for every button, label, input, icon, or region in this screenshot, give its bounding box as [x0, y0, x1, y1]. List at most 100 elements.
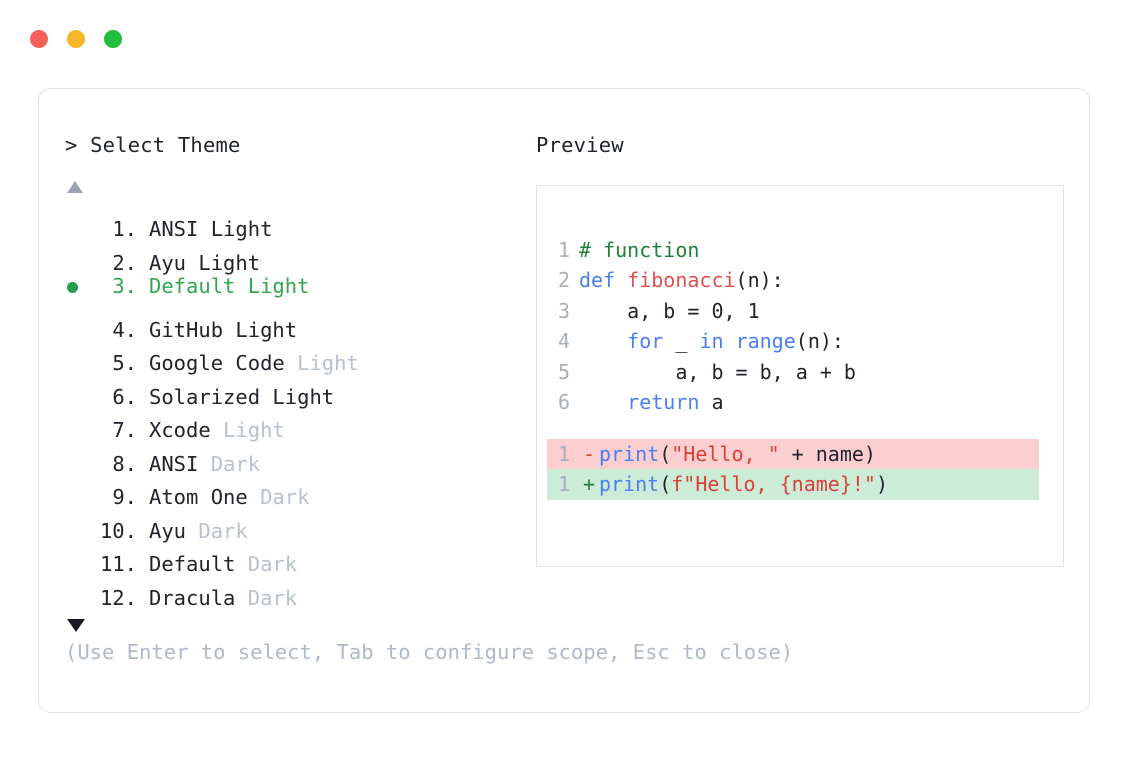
- theme-item-number: 8.: [112, 451, 137, 476]
- theme-item-name: Atom One: [149, 485, 248, 510]
- theme-item-name: Dracula: [149, 585, 236, 610]
- theme-list-item[interactable]: 1.ANSI Light: [65, 203, 535, 241]
- theme-list-item[interactable]: 7.Xcode Light: [65, 404, 535, 442]
- code-token: a: [699, 390, 724, 415]
- theme-item-number: 5.: [112, 351, 137, 376]
- theme-item-label: ANSI Light: [137, 213, 272, 247]
- selection-bullet-cell: [65, 437, 91, 471]
- theme-item-variant: Light: [284, 351, 359, 376]
- scroll-down-arrow-icon[interactable]: [67, 618, 85, 632]
- window-close-button[interactable]: [30, 30, 48, 48]
- theme-item-variant: Light: [198, 217, 273, 242]
- selection-bullet-cell: [65, 471, 91, 505]
- theme-item-label: Xcode Light: [137, 414, 285, 448]
- code-token: [724, 329, 736, 353]
- code-line-text: for _ in range(n):: [579, 326, 844, 357]
- code-token: "Hello, ": [671, 441, 780, 466]
- scroll-up-arrow-icon[interactable]: [67, 180, 83, 193]
- selection-bullet-cell: [65, 404, 91, 438]
- selection-bullet-cell: [65, 337, 91, 371]
- theme-item-name: Xcode: [149, 418, 211, 443]
- code-token: + name): [779, 441, 876, 466]
- code-line-number: 6: [557, 390, 570, 415]
- theme-list-item[interactable]: 2.Ayu Light: [65, 236, 535, 275]
- theme-item-number: 6.: [112, 384, 137, 409]
- selection-bullet-cell: [65, 236, 91, 270]
- theme-item-name: GitHub: [149, 317, 224, 342]
- diff-line-number: 1: [557, 441, 570, 466]
- theme-item-variant: Dark: [235, 585, 298, 610]
- theme-item-number: 3.: [112, 273, 137, 298]
- code-token: for: [627, 329, 664, 354]
- theme-item-variant: Light: [223, 317, 298, 342]
- theme-list-item[interactable]: 4. GitHub Light: [65, 303, 535, 342]
- code-line-number: 4: [557, 329, 570, 354]
- theme-item-label: ANSI Dark: [137, 448, 260, 482]
- theme-list-item[interactable]: 10.Ayu Dark: [65, 504, 535, 543]
- selection-bullet-cell: [65, 370, 91, 404]
- theme-item-number: 4.: [112, 317, 137, 342]
- theme-item-variant: Light: [186, 250, 261, 275]
- window-titlebar: [30, 30, 122, 48]
- theme-list-item[interactable]: 3.Default Light: [65, 270, 535, 304]
- code-line-number: 5: [557, 359, 570, 384]
- theme-list-item[interactable]: 9.Atom One Dark: [65, 471, 535, 509]
- code-token: print: [599, 472, 660, 497]
- theme-list-item[interactable]: 6.Solarized Light: [65, 370, 535, 409]
- code-token: return: [627, 390, 700, 415]
- code-line-text: # function: [579, 235, 699, 266]
- theme-item-label: Default Dark: [137, 548, 297, 582]
- diff-sample: 1-print("Hello, " + name)1+print(f"Hello…: [537, 438, 1063, 500]
- theme-item-variant: Dark: [235, 552, 298, 577]
- theme-item-label: Atom One Dark: [137, 481, 309, 515]
- selected-bullet-icon: [67, 281, 78, 293]
- theme-item-label: Default Light: [137, 270, 309, 304]
- selection-bullet-cell: [65, 203, 91, 237]
- select-theme-prompt: > Select Theme: [65, 133, 241, 157]
- diff-line-text: print(f"Hello, {name}!"): [599, 469, 888, 500]
- theme-list-item[interactable]: 8.ANSI Dark: [65, 437, 535, 476]
- theme-item-number: 7.: [112, 418, 137, 443]
- code-token: print: [599, 441, 660, 466]
- theme-item-label: GitHub Light: [137, 314, 297, 348]
- theme-item-name: Ayu: [149, 250, 187, 275]
- code-token: a, b = b, a + b: [579, 359, 856, 384]
- code-token: fibonacci: [627, 268, 736, 293]
- theme-item-variant: Dark: [198, 451, 261, 476]
- window-minimize-button[interactable]: [67, 30, 85, 48]
- selection-bullet-cell: [65, 571, 91, 605]
- theme-item-variant: Dark: [186, 518, 248, 543]
- code-token: range: [735, 329, 796, 354]
- theme-item-number: 11.: [99, 552, 137, 577]
- selection-bullet-cell: [65, 303, 91, 337]
- code-token: (n):: [795, 329, 844, 354]
- window-maximize-button[interactable]: [104, 30, 122, 48]
- theme-list-item[interactable]: 12.Dracula Dark: [65, 571, 535, 610]
- theme-item-variant: Dark: [247, 485, 310, 510]
- code-token: def: [579, 268, 628, 293]
- diff-line-text: print("Hello, " + name): [599, 439, 876, 470]
- theme-list-item[interactable]: 5.Google Code Light: [65, 337, 535, 375]
- code-line-text: a, b = b, a + b: [579, 357, 856, 388]
- code-token: (: [659, 472, 672, 497]
- code-token: [579, 329, 627, 353]
- diff-removed-line: 1-print("Hello, " + name): [547, 438, 1039, 470]
- diff-minus-icon: -: [582, 441, 596, 466]
- code-line: 3 a, b = 0, 1: [537, 296, 1063, 327]
- theme-list-item[interactable]: 11. Default Dark: [65, 538, 535, 576]
- code-line: 1# function: [537, 235, 1063, 266]
- theme-item-variant: Light: [235, 273, 310, 298]
- theme-item-name: Default: [149, 552, 236, 577]
- code-line-number: 2: [557, 268, 570, 293]
- code-token: a, b = 0, 1: [579, 298, 760, 323]
- selection-bullet-cell: [65, 504, 91, 538]
- code-line-number: 3: [557, 298, 570, 323]
- theme-item-label: Solarized Light: [137, 381, 334, 415]
- theme-item-label: Ayu Dark: [137, 515, 248, 549]
